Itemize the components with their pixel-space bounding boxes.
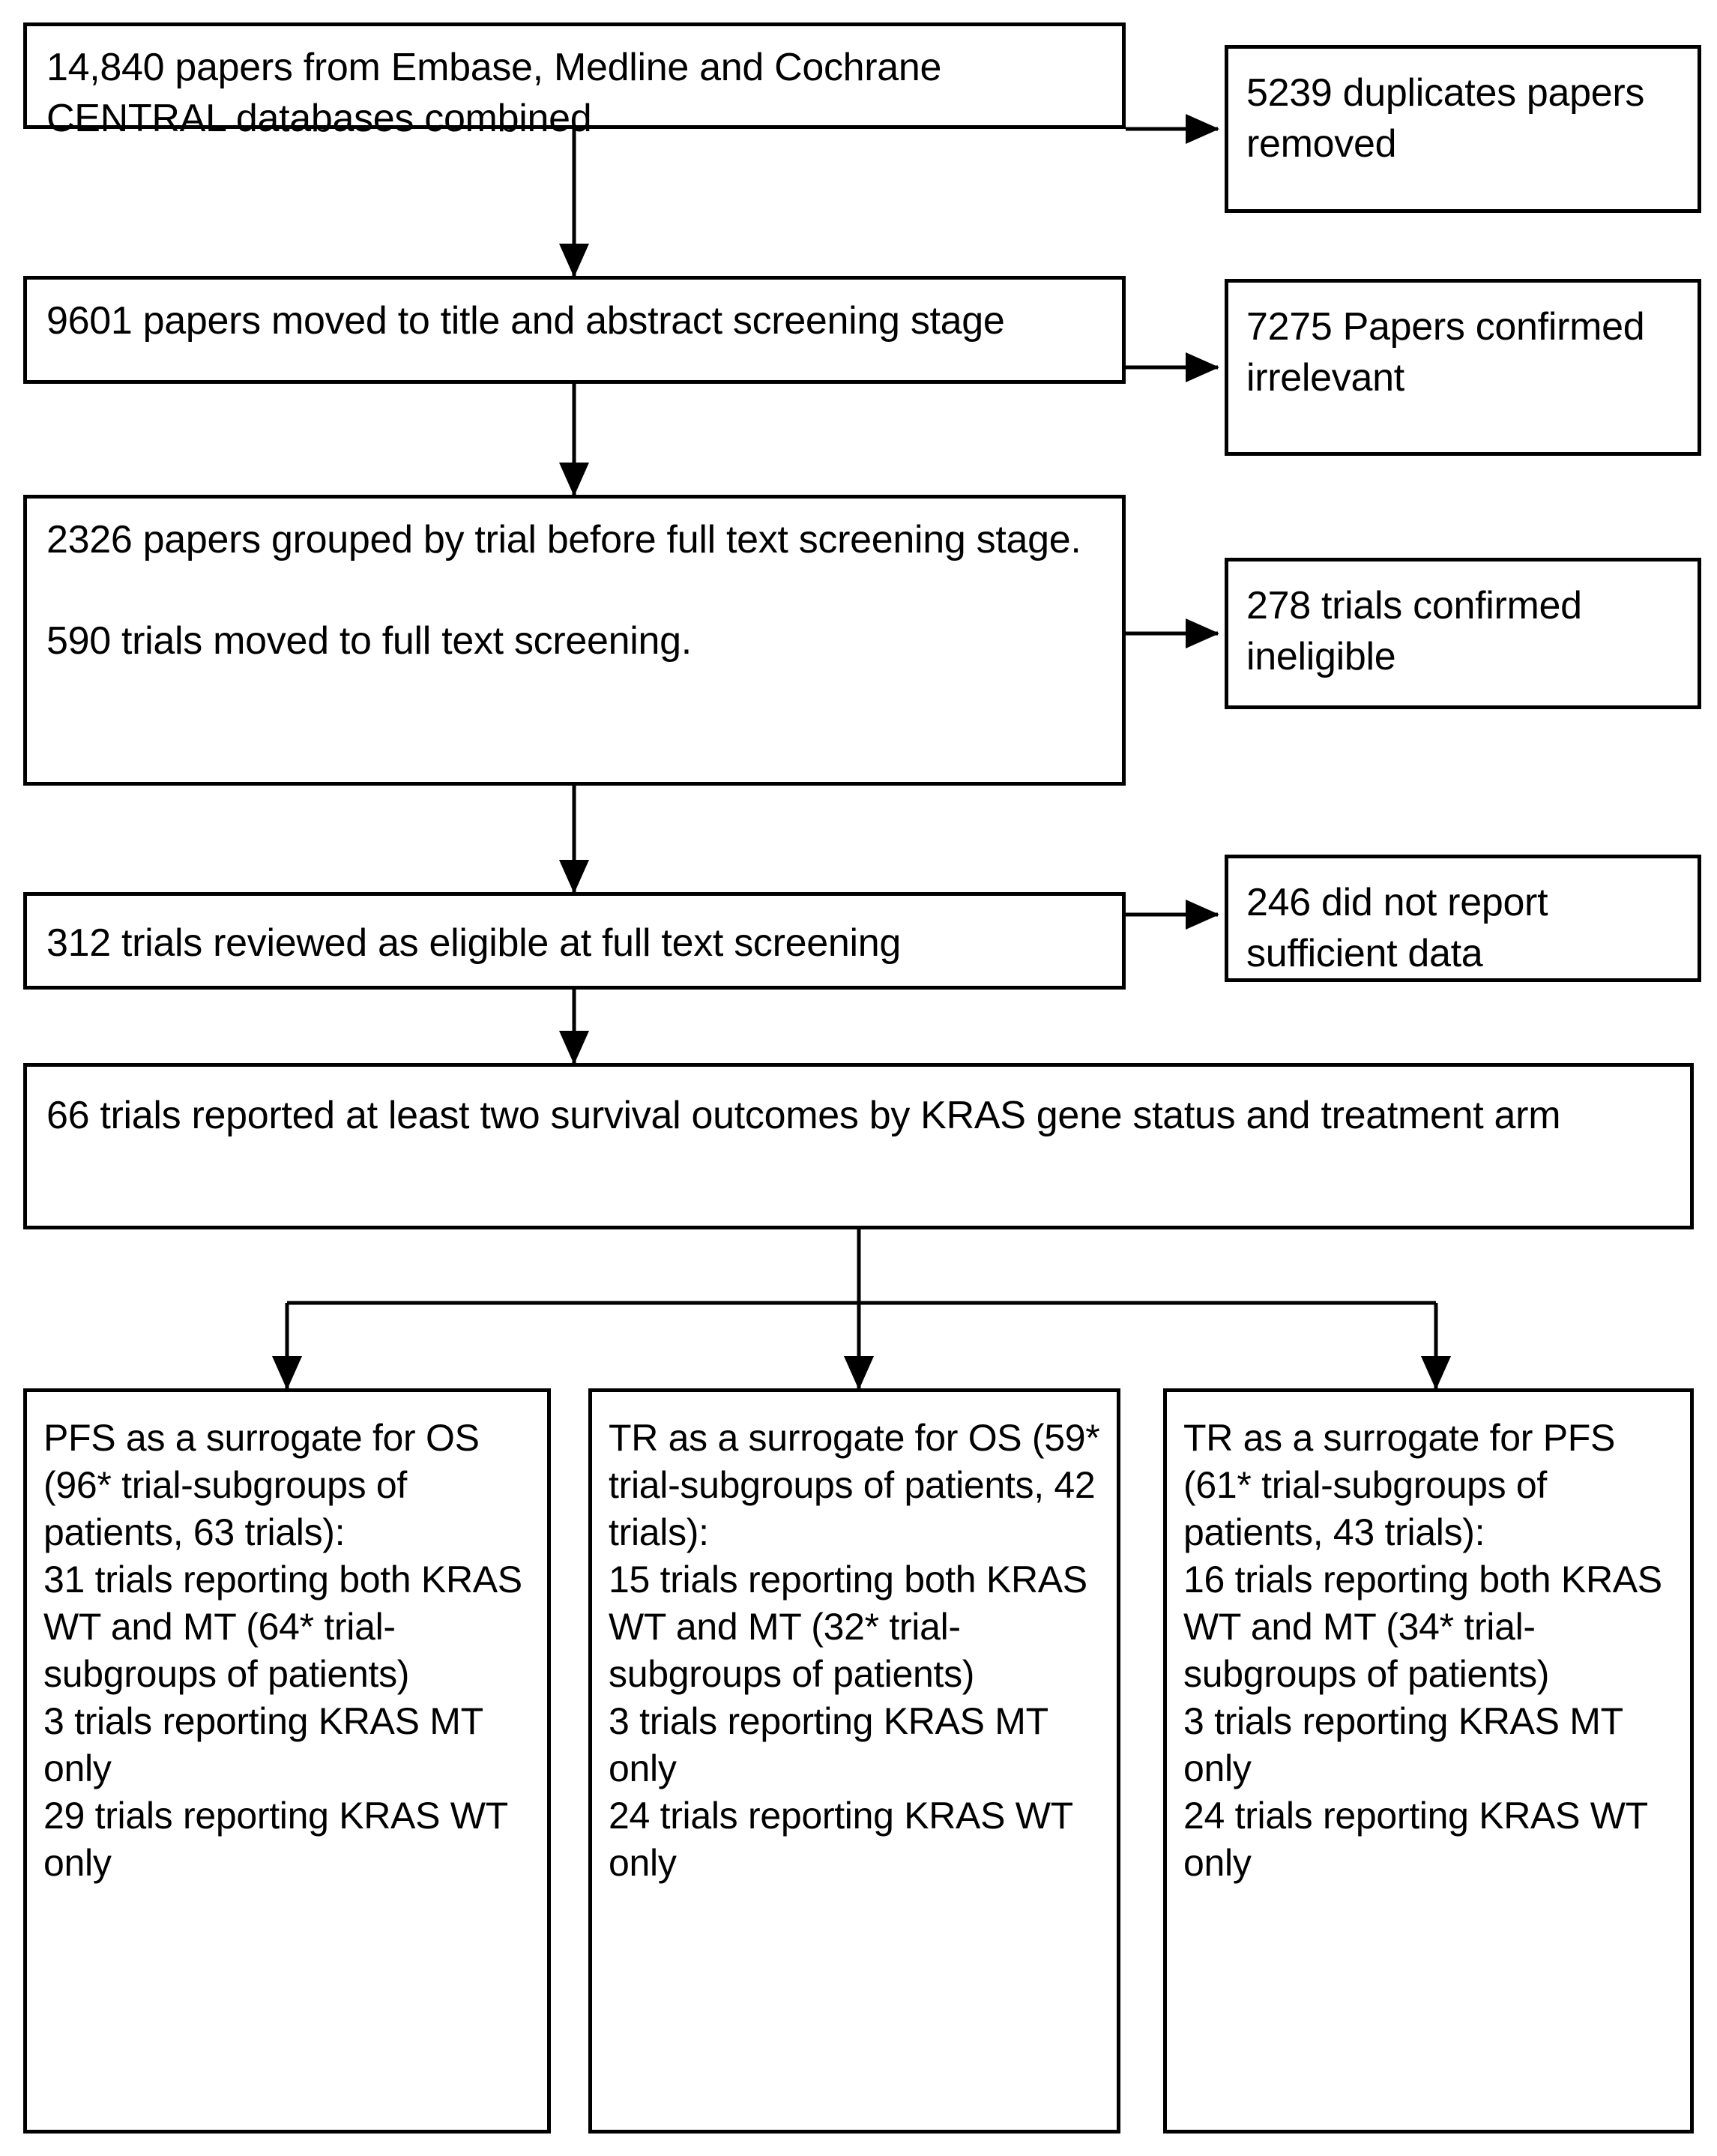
box-confirmed-irrelevant: 7275 Papers confirmed irrelevant bbox=[1225, 279, 1701, 456]
box-title-abstract-screening: 9601 papers moved to title and abstract … bbox=[23, 276, 1126, 384]
box-insufficient-data: 246 did not report sufficient data bbox=[1225, 855, 1701, 982]
box-identification: 14,840 papers from Embase, Medline and C… bbox=[23, 22, 1126, 140]
box-confirmed-ineligible: 278 trials confirmed ineligible bbox=[1225, 558, 1701, 709]
box-pfs-surrogate-os: PFS as a surrogate for OS (96* trial-sub… bbox=[23, 1388, 551, 2134]
box-tr-surrogate-pfs: TR as a surrogate for PFS (61* trial-sub… bbox=[1163, 1388, 1694, 2134]
box-grouped-by-trial: 2326 papers grouped by trial before full… bbox=[23, 495, 1126, 786]
box-duplicates-removed: 5239 duplicates papers removed bbox=[1225, 45, 1701, 213]
box-eligible-full-text: 312 trials reviewed as eligible at full … bbox=[23, 892, 1126, 990]
box-included-trials: 66 trials reported at least two survival… bbox=[23, 1063, 1694, 1229]
box-tr-surrogate-os: TR as a surrogate for OS (59* trial-subg… bbox=[588, 1388, 1120, 2134]
